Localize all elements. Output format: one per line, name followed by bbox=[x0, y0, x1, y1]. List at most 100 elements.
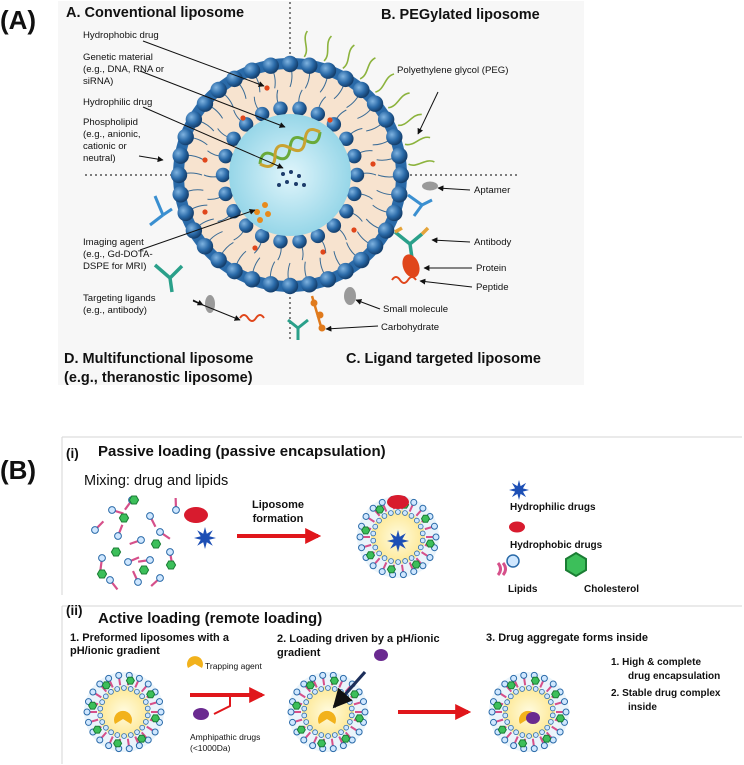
section-i-tag: (i) bbox=[66, 446, 79, 461]
free-cholesterol bbox=[138, 565, 150, 575]
lipid-head bbox=[151, 728, 159, 736]
cholesterol bbox=[113, 739, 123, 748]
result-1: 1. High & complete bbox=[611, 657, 701, 668]
lipid-head bbox=[262, 276, 279, 293]
lipid-head bbox=[97, 712, 104, 719]
lipid-head bbox=[533, 732, 539, 738]
lipid-head bbox=[356, 533, 364, 541]
lipid-head bbox=[402, 558, 408, 564]
lipid-head bbox=[540, 742, 548, 750]
cholesterol bbox=[88, 701, 98, 710]
outer-lipid-heads bbox=[170, 55, 410, 295]
lipid-head bbox=[353, 81, 370, 99]
cholesterol bbox=[411, 560, 421, 569]
label-phospholipid-4: neutral) bbox=[83, 153, 116, 164]
lipid-head bbox=[325, 685, 331, 691]
section-i-title: Passive loading (passive encapsulation) bbox=[98, 443, 386, 460]
cholesterol bbox=[354, 714, 364, 723]
section-ii-box bbox=[61, 605, 742, 764]
lipid-head bbox=[292, 101, 307, 116]
lipid-head bbox=[331, 686, 338, 692]
lipid-head bbox=[539, 688, 545, 695]
cholesterol bbox=[420, 514, 431, 523]
lipid-head bbox=[292, 234, 307, 249]
free-lipid-head bbox=[134, 578, 142, 586]
lipid-head bbox=[343, 724, 349, 731]
cholesterol bbox=[146, 690, 156, 699]
lipid-head bbox=[329, 745, 337, 753]
lipid-head bbox=[288, 718, 296, 726]
label-hydrophobic-drug: Hydrophobic drug bbox=[83, 30, 159, 41]
result-2-b: inside bbox=[628, 702, 657, 713]
lipid-head bbox=[319, 62, 337, 79]
small-ligand-grey bbox=[422, 181, 438, 191]
lipid-head bbox=[108, 729, 114, 736]
free-lipid-head bbox=[172, 506, 180, 514]
lipid-head bbox=[312, 689, 318, 695]
step3-label: 3. Drug aggregate forms inside bbox=[486, 632, 648, 644]
lipid-head bbox=[414, 517, 420, 524]
lipid-head bbox=[501, 680, 509, 688]
lipid-head bbox=[135, 674, 143, 682]
lipid-head bbox=[372, 523, 379, 530]
lipid-head bbox=[226, 204, 241, 219]
lipid-head bbox=[508, 693, 514, 700]
inner-lipid-heads bbox=[215, 101, 365, 249]
antibody-ligand-left bbox=[153, 263, 184, 293]
free-cholesterol bbox=[118, 513, 130, 523]
lipid-head bbox=[121, 685, 127, 691]
lipid-head bbox=[395, 509, 401, 515]
lipid-head bbox=[128, 732, 134, 738]
lipid-head bbox=[381, 513, 388, 519]
small-molecule-left bbox=[205, 295, 215, 313]
lipid-head bbox=[115, 671, 123, 679]
cholesterol bbox=[506, 681, 516, 690]
lipid-head bbox=[391, 186, 408, 203]
lipid-head bbox=[556, 728, 564, 736]
lipid-head bbox=[177, 128, 194, 146]
label-targeting-ligands-2: (e.g., antibody) bbox=[83, 305, 147, 316]
lipid-head bbox=[410, 498, 418, 506]
lipid-head bbox=[376, 550, 382, 557]
aqueous-core bbox=[229, 114, 351, 236]
lipid-head bbox=[310, 228, 326, 244]
lipid-head bbox=[381, 555, 388, 561]
lipid-head bbox=[378, 498, 386, 506]
lipid-head bbox=[548, 699, 554, 705]
lipid-head bbox=[307, 724, 313, 731]
blue-star bbox=[509, 480, 529, 500]
lipid-head bbox=[392, 166, 410, 184]
free-cholesterol bbox=[165, 560, 177, 570]
lipid-head bbox=[135, 742, 143, 750]
lipid-head bbox=[318, 686, 324, 692]
lipid-head bbox=[408, 513, 415, 519]
lipid-head bbox=[502, 705, 509, 712]
lipid-head bbox=[301, 57, 318, 74]
lipid-head bbox=[301, 276, 318, 293]
lipid-head bbox=[549, 680, 557, 688]
lipid-head bbox=[432, 533, 440, 541]
lipid-head bbox=[388, 510, 394, 516]
lipid-head bbox=[196, 95, 214, 112]
lipid-head bbox=[310, 106, 326, 122]
lipid-head bbox=[549, 712, 556, 719]
lipid-head bbox=[114, 732, 121, 738]
lipid-head bbox=[339, 674, 347, 682]
section-i-box bbox=[61, 436, 742, 595]
peg-chain bbox=[398, 113, 422, 127]
lipid-head bbox=[562, 708, 570, 716]
lipid-head bbox=[185, 111, 203, 128]
lipid-head bbox=[348, 736, 356, 744]
preformed-liposome bbox=[83, 671, 165, 753]
lipid-head bbox=[386, 128, 403, 146]
trapping-agent bbox=[318, 710, 336, 724]
label-phospholipid: Phospholipid bbox=[83, 117, 138, 128]
lipid-head bbox=[388, 558, 394, 564]
amphipathic-connector bbox=[213, 695, 231, 715]
label-imaging-agent: Imaging agent bbox=[83, 237, 144, 248]
lipid-head bbox=[319, 271, 337, 288]
lipid-head bbox=[361, 708, 369, 716]
label-phospholipid-3: cationic or bbox=[83, 141, 128, 152]
lipid-head bbox=[513, 729, 519, 736]
